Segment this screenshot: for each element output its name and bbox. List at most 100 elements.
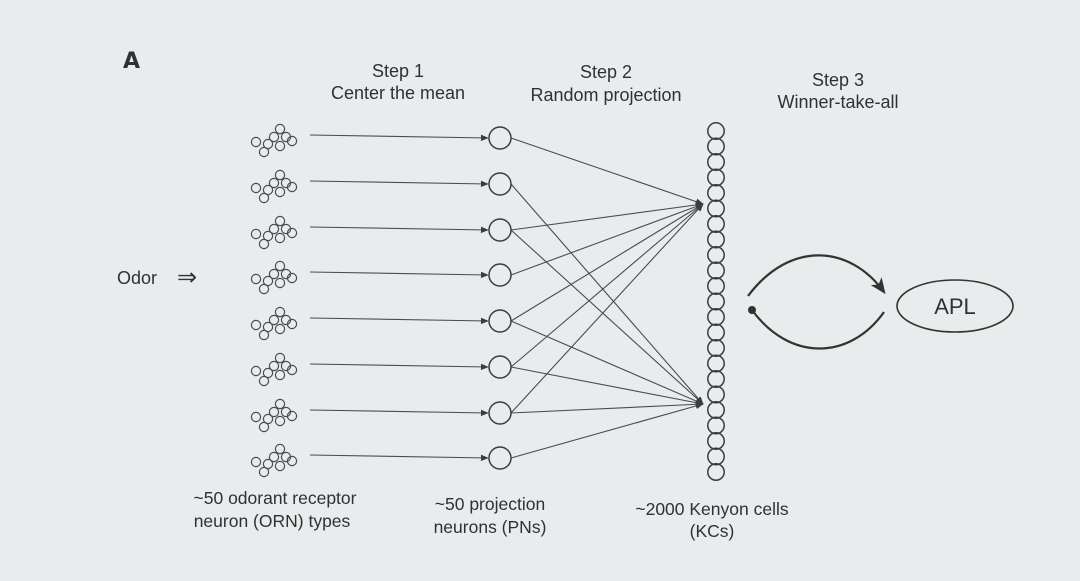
orn-cell xyxy=(286,410,298,422)
orn-cell xyxy=(262,275,274,287)
kc-node xyxy=(707,416,725,435)
orn-cell xyxy=(286,364,298,376)
kc-caption-line2: (KCs) xyxy=(690,521,735,541)
pn-kc-projection xyxy=(510,203,704,368)
orn-cell xyxy=(258,238,270,250)
kc-node xyxy=(707,246,725,264)
orn-caption-line1: ~50 odorant receptor xyxy=(194,488,357,508)
orn-cell xyxy=(274,186,286,198)
kc-node xyxy=(707,370,725,388)
orn-cluster xyxy=(250,443,298,478)
step3-subtitle: Winner-take-all xyxy=(777,92,898,112)
orn-cell xyxy=(268,406,280,418)
odor-label: Odor xyxy=(117,268,157,288)
orn-cell xyxy=(258,466,270,478)
pn-node xyxy=(488,355,512,379)
pn-node xyxy=(488,401,512,425)
orn-cell xyxy=(258,329,270,341)
orn-cell xyxy=(286,135,298,147)
orn-cell xyxy=(274,215,286,227)
orn-cell xyxy=(286,181,298,193)
kc-node xyxy=(707,261,725,280)
pn-kc-projection xyxy=(510,320,704,405)
orn-cell xyxy=(286,318,298,330)
orn-cluster xyxy=(250,169,298,204)
pn-node xyxy=(488,446,512,470)
pn-node xyxy=(488,172,512,196)
kc-nodes xyxy=(707,122,725,481)
orn-cell xyxy=(262,367,274,379)
orn-pn-arrow xyxy=(309,226,489,234)
orn-pn-arrow xyxy=(309,134,489,142)
orn-cell xyxy=(258,421,270,433)
orn-cell xyxy=(274,123,286,135)
odor-input-arrow: ⇒ xyxy=(177,264,197,291)
orn-to-pn-edges xyxy=(309,134,489,462)
kc-node xyxy=(707,199,725,218)
kc-node xyxy=(707,277,725,295)
pn-kc-projection xyxy=(510,366,704,406)
orn-cell xyxy=(250,136,262,148)
kc-node xyxy=(707,323,725,342)
apl-label: APL xyxy=(934,294,976,319)
kc-node xyxy=(707,354,725,373)
kc-node xyxy=(707,153,725,171)
step1-subtitle: Center the mean xyxy=(331,83,465,103)
pn-node xyxy=(488,309,512,333)
kc-to-apl-arrow xyxy=(747,254,886,297)
orn-pn-arrow xyxy=(309,409,489,417)
orn-cell xyxy=(268,177,280,189)
kc-caption-line1: ~2000 Kenyon cells xyxy=(635,499,788,519)
orn-cell xyxy=(250,182,262,194)
pn-kc-projection xyxy=(510,201,704,231)
orn-cell xyxy=(262,321,274,333)
kc-node xyxy=(707,292,725,311)
orn-cell xyxy=(250,365,262,377)
orn-caption-line2: neuron (ORN) types xyxy=(194,511,351,531)
orn-cell xyxy=(262,138,274,150)
orn-cell xyxy=(274,169,286,181)
orn-cell xyxy=(262,458,274,470)
orn-cell xyxy=(274,398,286,410)
apl-to-kc-inhibition xyxy=(751,309,885,350)
orn-clusters xyxy=(250,123,298,478)
pn-caption-line2: neurons (PNs) xyxy=(434,517,547,537)
orn-cluster xyxy=(250,352,298,387)
orn-cell xyxy=(262,230,274,242)
apl-node xyxy=(896,279,1014,333)
kc-node xyxy=(707,215,725,233)
orn-cell xyxy=(286,227,298,239)
inhibition-terminal-dot xyxy=(748,306,756,314)
orn-pn-arrow xyxy=(309,363,489,371)
kc-node xyxy=(707,137,725,156)
orn-cell xyxy=(250,456,262,468)
pn-node xyxy=(488,263,512,287)
orn-cell xyxy=(268,360,280,372)
orn-cell xyxy=(250,273,262,285)
step2-title: Step 2 xyxy=(580,62,632,82)
orn-cluster xyxy=(250,123,298,158)
pn-node xyxy=(488,126,512,150)
pn-kc-projection xyxy=(510,229,704,405)
pn-kc-projection xyxy=(510,203,704,322)
orn-cell xyxy=(286,455,298,467)
orn-cell xyxy=(274,140,286,152)
pn-kc-projection xyxy=(510,402,704,459)
orn-cell xyxy=(274,369,286,381)
kc-node xyxy=(707,184,725,202)
orn-cell xyxy=(274,415,286,427)
step3-title: Step 3 xyxy=(812,70,864,90)
orn-pn-arrow xyxy=(309,180,489,188)
pn-kc-projection xyxy=(510,203,704,414)
orn-cluster xyxy=(250,398,298,433)
step1-title: Step 1 xyxy=(372,61,424,81)
pn-node xyxy=(488,218,512,242)
pn-kc-projection xyxy=(510,137,704,205)
orn-cluster xyxy=(250,306,298,341)
kc-node xyxy=(707,447,725,466)
orn-cell xyxy=(262,184,274,196)
orn-cell xyxy=(274,260,286,272)
pn-nodes xyxy=(488,126,512,470)
pn-kc-projection xyxy=(510,183,704,405)
kc-node xyxy=(707,230,725,249)
